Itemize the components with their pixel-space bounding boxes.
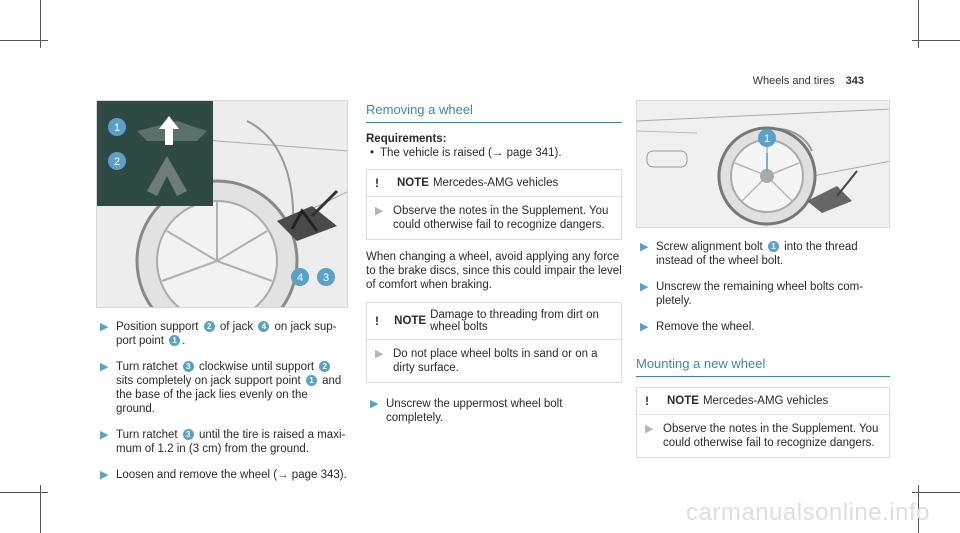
section-heading-mounting: Mounting a new wheel [636, 356, 890, 377]
callout-badge: 4 [258, 321, 270, 332]
note-body: ▶ Do not place wheel bolts in sand or on… [367, 340, 621, 382]
arrow-right-icon: ▶ [640, 321, 649, 333]
step-text: Unscrew the uppermost wheel bolt complet… [386, 398, 563, 424]
step-item: ▶ Turn ratchet 3 until the tire is raised… [96, 428, 348, 456]
callout-badge: 3 [182, 361, 194, 372]
note-box-threading: ! NOTE Damage to threading from dirt on … [366, 302, 622, 383]
jack-figure: 1 2 4 3 [96, 100, 348, 308]
arrow-right-icon: ▶ [100, 429, 109, 441]
page-header: Wheels and tires 343 [753, 75, 864, 87]
callout-1: 1 [764, 133, 770, 145]
note-header: ! NOTE Damage to threading from dirt on … [367, 303, 621, 340]
arrow-right-icon: ▶ [100, 321, 109, 333]
crop-mark [40, 485, 41, 533]
note-header: ! NOTE Mercedes-AMG vehicles [367, 170, 621, 197]
arrow-right-icon: ▶ [375, 205, 384, 217]
step-item: ▶ Unscrew the uppermost wheel bolt compl… [366, 397, 622, 425]
note-box-amg: ! NOTE Mercedes-AMG vehicles ▶ Observe t… [636, 387, 890, 458]
callout-badge: 3 [182, 429, 194, 440]
crop-mark [918, 0, 919, 48]
step-text: Remove the wheel. [656, 321, 755, 333]
step-text: Turn ratchet 3 clockwise until support 2… [116, 361, 342, 415]
step-item: ▶ Loosen and remove the wheel (→ page 343… [96, 468, 348, 482]
section-title: Wheels and tires [752, 75, 835, 87]
requirements-title: Requirements: [366, 133, 447, 145]
note-body: ▶ Observe the notes in the Supplement. Y… [637, 415, 889, 457]
note-title: Mercedes-AMG vehicles [702, 395, 829, 407]
section-heading-removing: Removing a wheel [366, 102, 622, 123]
callout-4: 4 [297, 272, 303, 284]
step-text: Loosen and remove the wheel (→ page 343)… [116, 469, 347, 481]
crop-mark [0, 492, 48, 493]
wheel-figure: 1 [636, 100, 890, 228]
requirement-item: The vehicle is raised (→ page 341). [366, 147, 622, 159]
note-label: NOTE [667, 395, 699, 407]
note-text: Observe the notes in the Supplement. You… [663, 423, 879, 449]
note-label: NOTE [394, 315, 427, 327]
crop-mark [912, 40, 960, 41]
step-item: ▶ Turn ratchet 3 clockwise until support … [96, 360, 348, 416]
middle-column: Removing a wheel Requirements: The vehic… [366, 100, 622, 425]
callout-2: 2 [114, 156, 120, 168]
note-label: NOTE [397, 177, 429, 189]
arrow-right-icon: ▶ [370, 398, 379, 410]
callout-badge: 1 [305, 375, 317, 386]
warning-icon: ! [645, 394, 649, 408]
arrow-right-icon: ▶ [375, 348, 384, 360]
arrow-right-icon: ▶ [100, 469, 109, 481]
step-text: Unscrew the remaining wheel bolts com-pl… [656, 281, 864, 307]
step-text: Turn ratchet 3 until the tire is raised … [116, 429, 346, 455]
callout-3: 3 [323, 272, 329, 284]
brake-disc-paragraph: When changing a wheel, avoid applying an… [366, 251, 622, 291]
step-item: ▶ Position support 2 of jack 4 on jack su… [96, 320, 348, 348]
arrow-right-icon: ▶ [640, 241, 649, 253]
crop-mark [40, 0, 41, 48]
step-text: Position support 2 of jack 4 on jack sup… [116, 321, 337, 347]
callout-badge: 1 [767, 241, 779, 252]
arrow-right-icon: ▶ [100, 361, 109, 373]
callout-badge: 2 [319, 361, 331, 372]
watermark: carmanualsonline.info [686, 499, 930, 526]
note-body: ▶ Observe the notes in the Supplement. Y… [367, 197, 621, 239]
note-header: ! NOTE Mercedes-AMG vehicles [637, 388, 889, 415]
callout-badge: 2 [203, 321, 215, 332]
warning-icon: ! [375, 314, 379, 328]
arrow-right-icon: ▶ [645, 423, 654, 435]
warning-icon: ! [375, 176, 379, 190]
jack-illustration: 1 2 4 3 [97, 101, 347, 307]
crop-mark [0, 40, 48, 41]
note-title: Damage to threading from dirt on wheel b… [430, 309, 599, 333]
left-column: 1 2 4 3 ▶ Position support 2 of jack 4 on… [96, 100, 348, 482]
step-item: ▶ Unscrew the remaining wheel bolts com-p… [636, 280, 890, 308]
page-number: 343 [845, 75, 864, 87]
left-steps: ▶ Position support 2 of jack 4 on jack su… [96, 320, 348, 482]
crop-mark [918, 485, 919, 533]
crop-mark [912, 492, 960, 493]
step-item: ▶ Remove the wheel. [636, 320, 890, 334]
right-column: 1 ▶ Screw alignment bolt 1 into the threa… [636, 100, 890, 458]
wheel-illustration: 1 [637, 101, 889, 227]
callout-1: 1 [114, 122, 120, 134]
note-box-amg: ! NOTE Mercedes-AMG vehicles ▶ Observe t… [366, 169, 622, 240]
note-title: Mercedes-AMG vehicles [432, 177, 559, 189]
note-text: Do not place wheel bolts in sand or on a… [393, 348, 598, 374]
note-text: Observe the notes in the Supplement. You… [393, 205, 609, 231]
arrow-right-icon: ▶ [640, 281, 649, 293]
callout-badge: 1 [169, 335, 181, 346]
